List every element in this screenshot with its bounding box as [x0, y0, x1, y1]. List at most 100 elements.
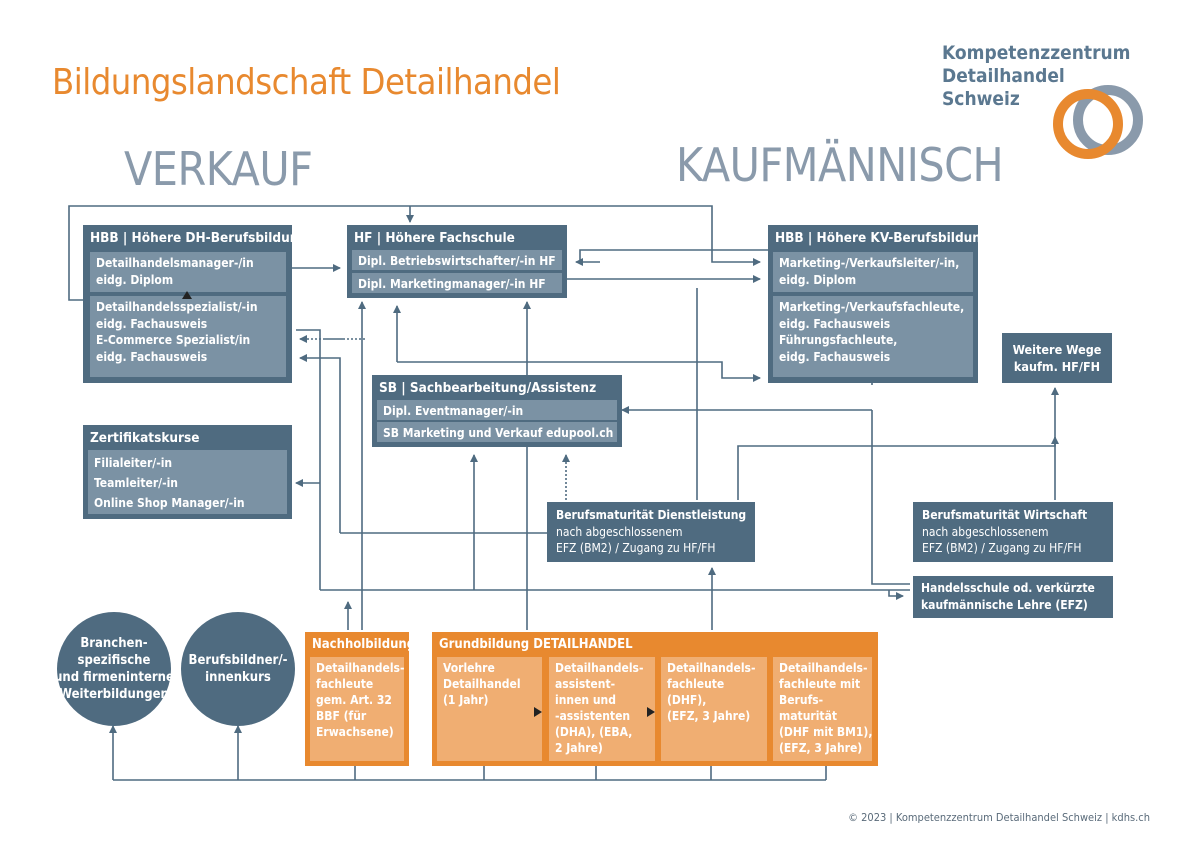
- item-line: (DHA), (EBA,: [555, 725, 633, 739]
- item-line: eidg. Fachausweis: [779, 349, 891, 364]
- item-line: Detailhandelsspezialist/-in: [96, 300, 258, 314]
- item-line: -assistenten: [555, 709, 631, 723]
- item-line: Dipl. Marketingmanager/-in HF: [358, 277, 546, 291]
- item-line: fachleute: [667, 677, 725, 691]
- item-line: (DHF mit BM1),: [779, 725, 873, 739]
- bm-wirtschaft-box: Berufsmaturität Wirtschaft nach abgeschl…: [913, 502, 1113, 562]
- item-line: SB Marketing und Verkauf edupool.ch: [383, 426, 614, 440]
- hbb-kv-item: Marketing-/Verkaufsfachleute, eidg. Fach…: [773, 296, 973, 377]
- item-line: maturität: [779, 709, 838, 723]
- box-line: nach abgeschlossenem: [922, 524, 1049, 539]
- grund-col-dha: Detailhandels- assistent- innen und -ass…: [549, 657, 655, 761]
- logo-rings-icon: [1053, 85, 1143, 159]
- hf-box: HF | Höhere Fachschule Dipl. Betriebswir…: [347, 225, 567, 298]
- logo-line: Kompetenzzentrum: [942, 42, 1131, 64]
- page-title: Bildungslandschaft Detailhandel: [52, 62, 561, 103]
- item-line: (DHF),: [667, 693, 707, 707]
- logo-line: Detailhandel: [942, 65, 1065, 87]
- circle-line: Weiterbildungen: [59, 687, 169, 702]
- item-line: Teamleiter/-in: [94, 476, 178, 490]
- zertifikat-list: Filialeiter/-in Teamleiter/-in Online Sh…: [88, 450, 287, 514]
- grund-col-dhf-bm: Detailhandels- fachleute mit Berufs- mat…: [773, 657, 872, 761]
- item-line: eidg. Fachausweis: [96, 349, 208, 364]
- item-line: Detailhandels-: [667, 661, 756, 675]
- box-title: Zertifikatskurse: [90, 430, 200, 446]
- item-line: Detailhandels-: [555, 661, 644, 675]
- box-line: EFZ (BM2) / Zugang zu HF/FH: [556, 541, 716, 555]
- sb-item: Dipl. Eventmanager/-in: [377, 400, 617, 420]
- box-title: Grundbildung DETAILHANDEL: [439, 637, 633, 652]
- logo-text: Kompetenzzentrum Detailhandel Schweiz: [942, 42, 1131, 111]
- bm-dienstleistung-box: Berufsmaturität Dienstleistung nach abge…: [547, 502, 755, 562]
- item-line: eidg. Diplom: [779, 272, 857, 287]
- item-line: Detailhandels-: [779, 661, 868, 675]
- sb-item: SB Marketing und Verkauf edupool.ch: [377, 422, 617, 442]
- item-line: (1 Jahr): [443, 693, 489, 707]
- grund-col-vorlehre: Vorlehre Detailhandel (1 Jahr): [437, 657, 542, 761]
- item-line: fachleute: [316, 677, 374, 691]
- item-line: E-Commerce Spezialist/in: [96, 333, 251, 347]
- item-line: Detailhandels-: [316, 661, 405, 675]
- box-line: EFZ (BM2) / Zugang zu HF/FH: [922, 541, 1082, 555]
- item-line: Erwachsene): [316, 725, 394, 739]
- handelsschule-box: Handelsschule od. verkürzte kaufmännisch…: [913, 576, 1113, 618]
- box-line: Weitere Wege: [1012, 342, 1102, 357]
- up-arrow-icon: [182, 291, 192, 299]
- item-line: Marketing-/Verkaufsleiter/-in,: [779, 256, 960, 270]
- item-line: eidg. Diplom: [96, 272, 174, 287]
- section-kaufmaennisch: KAUFMÄNNISCH: [676, 138, 1004, 192]
- item-line: Online Shop Manager/-in: [94, 496, 245, 510]
- box-line: Handelsschule od. verkürzte: [921, 581, 1095, 595]
- hbb-kv-box: HBB | Höhere KV-Berufsbildung Marketing-…: [768, 225, 990, 383]
- hbb-dh-item: Detailhandelsmanager-/in eidg. Diplom: [90, 252, 286, 292]
- item-line: Marketing-/Verkaufsfachleute,: [779, 300, 965, 314]
- zertifikatskurse-box: Zertifikatskurse Filialeiter/-in Teamlei…: [83, 425, 292, 519]
- box-line: kaufmännische Lehre (EFZ): [921, 597, 1088, 612]
- circle-line: und firmeninterne: [54, 670, 174, 685]
- circle-line: innenkurs: [205, 670, 271, 685]
- hf-item: Dipl. Marketingmanager/-in HF: [352, 273, 562, 293]
- circle-line: spezifische: [77, 653, 151, 668]
- box-title: Berufsmaturität Wirtschaft: [922, 508, 1088, 522]
- item-line: innen und: [555, 693, 616, 707]
- item-line: Berufs-: [779, 693, 824, 707]
- grund-col-dhf: Detailhandels- fachleute (DHF), (EFZ, 3 …: [661, 657, 767, 761]
- item-line: Vorlehre: [443, 661, 495, 675]
- item-line: Detailhandelsmanager-/in: [96, 256, 254, 270]
- box-title: Berufsmaturität Dienstleistung: [556, 508, 747, 522]
- item-line: Detailhandel: [443, 677, 521, 691]
- nachhol-item: Detailhandels- fachleute gem. Art. 32 BB…: [310, 657, 404, 761]
- box-title: HBB | Höhere DH-Berufsbildung: [90, 230, 308, 246]
- berufsbildnerkurs-circle: Berufsbildner/- innenkurs: [181, 612, 295, 726]
- right-arrow-icon: [534, 707, 542, 717]
- hf-item: Dipl. Betriebswirtschafter/-in HF: [352, 250, 562, 270]
- circle-line: Branchen-: [80, 636, 148, 651]
- item-line: (EFZ, 3 Jahre): [667, 709, 751, 723]
- box-title: HF | Höhere Fachschule: [354, 230, 515, 246]
- item-line: Dipl. Eventmanager/-in: [383, 404, 524, 418]
- box-title: Nachholbildung: [312, 637, 416, 652]
- grundbildung-box: Grundbildung DETAILHANDEL Vorlehre Detai…: [432, 632, 878, 766]
- logo-line: Schweiz: [942, 88, 1020, 110]
- item-line: Führungsfachleute,: [779, 333, 898, 347]
- box-line: nach abgeschlossenem: [556, 524, 683, 539]
- nachholbildung-box: Nachholbildung Detailhandels- fachleute …: [305, 632, 416, 766]
- box-title: HBB | Höhere KV-Berufsbildung: [775, 230, 990, 246]
- item-line: eidg. Fachausweis: [779, 316, 891, 331]
- circle-line: Berufsbildner/-: [188, 653, 288, 668]
- item-line: assistent-: [555, 677, 616, 691]
- item-line: Dipl. Betriebswirtschafter/-in HF: [358, 254, 556, 268]
- item-line: fachleute mit: [779, 677, 861, 691]
- hbb-kv-item: Marketing-/Verkaufsleiter/-in, eidg. Dip…: [773, 252, 973, 292]
- sb-box: SB | Sachbearbeitung/Assistenz Dipl. Eve…: [372, 375, 622, 447]
- hbb-dh-box: HBB | Höhere DH-Berufsbildung Detailhand…: [83, 225, 308, 383]
- section-verkauf: VERKAUF: [124, 142, 313, 196]
- footer-copyright: © 2023 | Kompetenzzentrum Detailhandel S…: [848, 811, 1150, 824]
- item-line: (EFZ, 3 Jahre): [779, 741, 863, 755]
- hbb-dh-item: Detailhandelsspezialist/-in eidg. Fachau…: [90, 296, 286, 377]
- item-line: 2 Jahre): [555, 741, 603, 755]
- box-line: kaufm. HF/FH: [1013, 359, 1101, 374]
- branchen-weiterbildung-circle: Branchen- spezifische und firmeninterne …: [54, 612, 174, 726]
- box-title: SB | Sachbearbeitung/Assistenz: [379, 380, 597, 396]
